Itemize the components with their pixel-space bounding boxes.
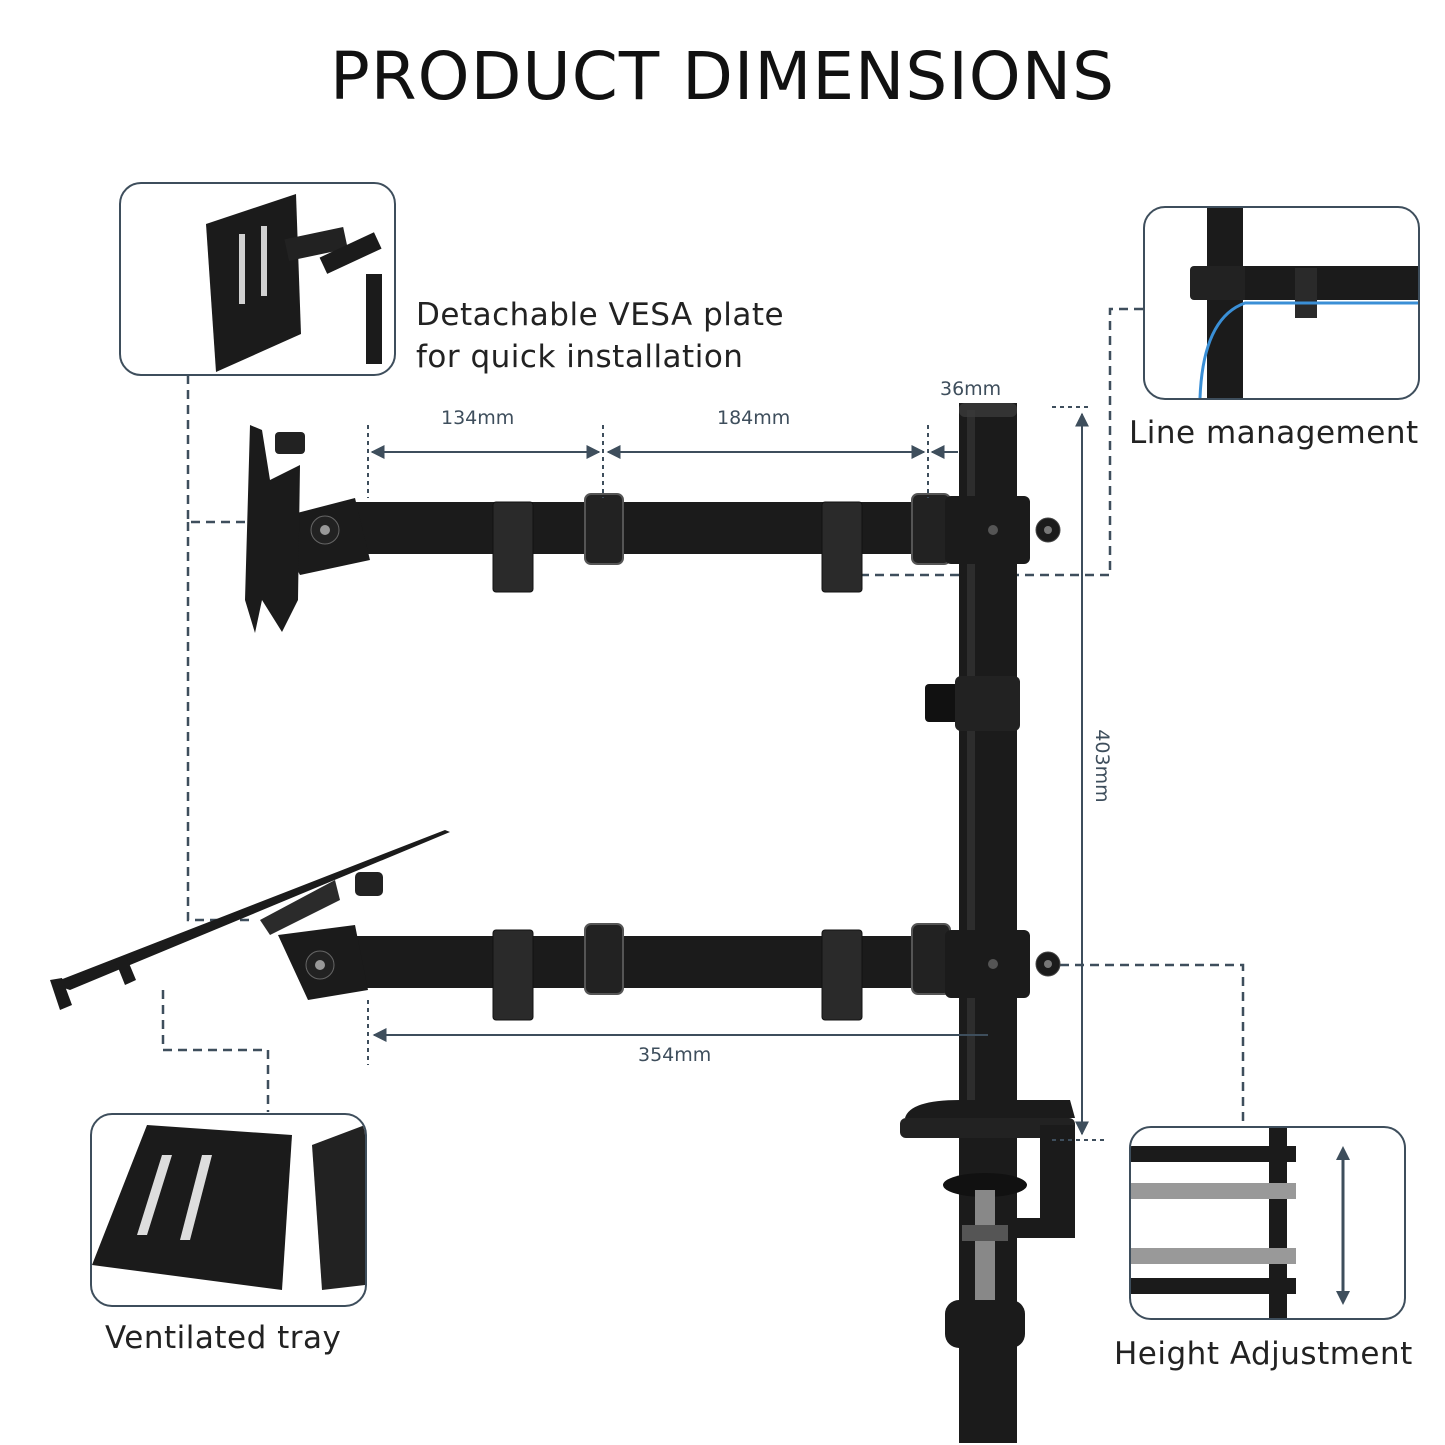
vesa-plate-inset: [119, 182, 396, 376]
line-management-illustration: [1190, 208, 1418, 398]
vesa-caption-line1: Detachable VESA plate: [416, 297, 785, 333]
vesa-plate-illustration: [206, 194, 382, 372]
dimension-label-pole-height: 403mm: [1091, 729, 1113, 803]
dimension-guides: [367, 406, 1108, 1141]
height-adjustment-caption: Height Adjustment: [1114, 1336, 1413, 1372]
dimension-label-pole-diameter: 36mm: [940, 378, 1002, 400]
line-management-caption: Line management: [1129, 415, 1419, 451]
upper-arm: [245, 425, 1061, 633]
vesa-caption-line2: for quick installation: [416, 339, 744, 375]
dimension-label-arm-segment-2: 184mm: [717, 407, 791, 429]
ventilated-tray-inset: [90, 1113, 367, 1307]
page-title: PRODUCT DIMENSIONS: [330, 38, 1115, 115]
line-management-inset: [1143, 206, 1420, 400]
dimension-label-arm-reach: 354mm: [638, 1044, 712, 1066]
lower-arm: [50, 830, 1061, 1021]
dimension-label-arm-segment-1: 134mm: [441, 407, 515, 429]
height-adjustment-illustration: [1131, 1128, 1350, 1318]
ventilated-tray-caption: Ventilated tray: [105, 1320, 342, 1356]
desk-clamp: [900, 1100, 1075, 1348]
height-adjustment-inset: [1129, 1126, 1406, 1320]
ventilated-tray-illustration: [92, 1125, 365, 1290]
